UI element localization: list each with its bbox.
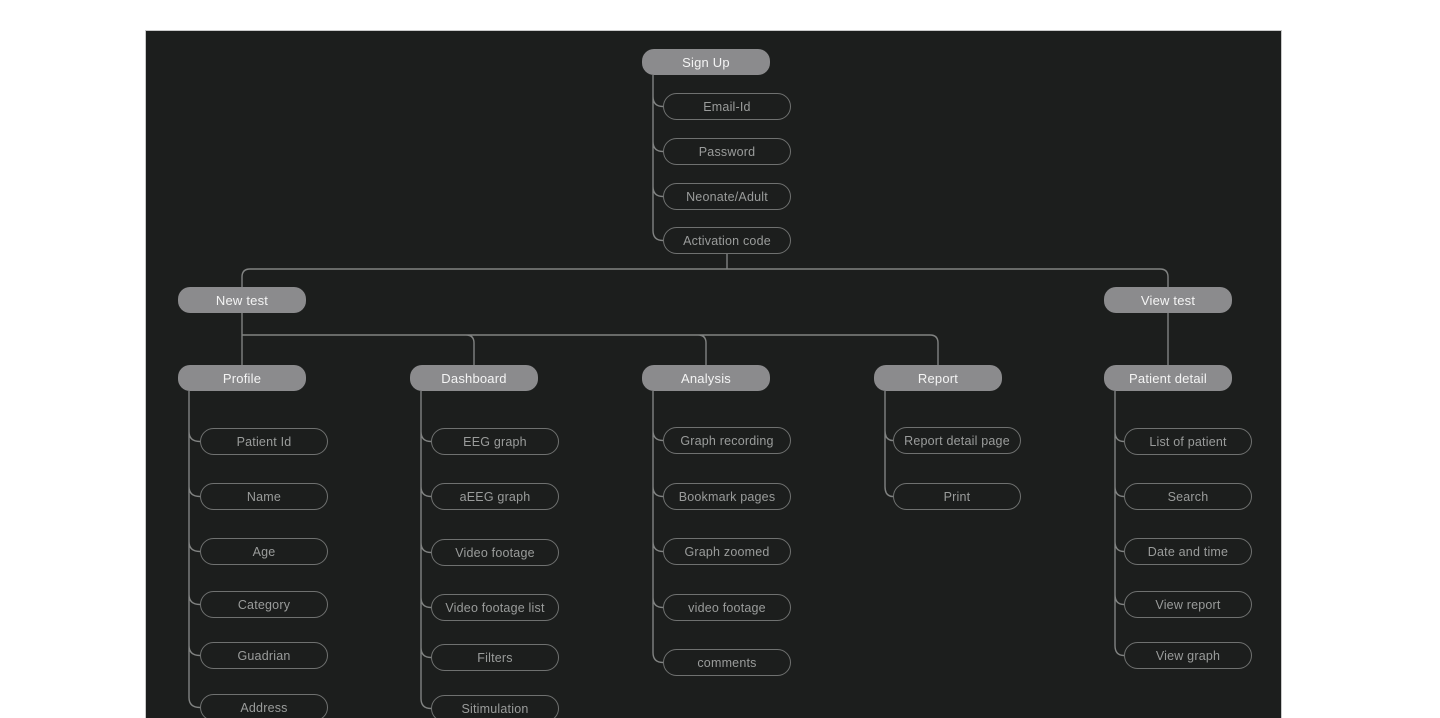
node-new-test: New test — [178, 287, 306, 313]
node-guadrian: Guadrian — [200, 642, 328, 669]
node-activation-code: Activation code — [663, 227, 791, 254]
node-analysis: Analysis — [642, 365, 770, 391]
node-address: Address — [200, 694, 328, 718]
node-date-and-time: Date and time — [1124, 538, 1252, 565]
node-report-detail-page: Report detail page — [893, 427, 1021, 454]
node-password: Password — [663, 138, 791, 165]
node-dashboard: Dashboard — [410, 365, 538, 391]
node-filters: Filters — [431, 644, 559, 671]
node-graph-zoomed: Graph zoomed — [663, 538, 791, 565]
node-view-report: View report — [1124, 591, 1252, 618]
node-bookmark-pages: Bookmark pages — [663, 483, 791, 510]
node-print: Print — [893, 483, 1021, 510]
node-sitimulation: Sitimulation — [431, 695, 559, 718]
node-view-graph: View graph — [1124, 642, 1252, 669]
node-neonate-adult: Neonate/Adult — [663, 183, 791, 210]
node-email-id: Email-Id — [663, 93, 791, 120]
node-age: Age — [200, 538, 328, 565]
node-list-of-patient: List of patient — [1124, 428, 1252, 455]
node-name: Name — [200, 483, 328, 510]
node-graph-recording: Graph recording — [663, 427, 791, 454]
node-search: Search — [1124, 483, 1252, 510]
node-report: Report — [874, 365, 1002, 391]
diagram-canvas: Sign Up Email-Id Password Neonate/Adult … — [145, 30, 1282, 718]
node-comments: comments — [663, 649, 791, 676]
node-video-footage-list: Video footage list — [431, 594, 559, 621]
node-sign-up: Sign Up — [642, 49, 770, 75]
node-video-footage: Video footage — [431, 539, 559, 566]
node-eeg-graph: EEG graph — [431, 428, 559, 455]
node-view-test: View test — [1104, 287, 1232, 313]
node-patient-id: Patient Id — [200, 428, 328, 455]
node-analysis-video-footage: video footage — [663, 594, 791, 621]
node-profile: Profile — [178, 365, 306, 391]
node-patient-detail: Patient detail — [1104, 365, 1232, 391]
node-category: Category — [200, 591, 328, 618]
node-aeeg-graph: aEEG graph — [431, 483, 559, 510]
